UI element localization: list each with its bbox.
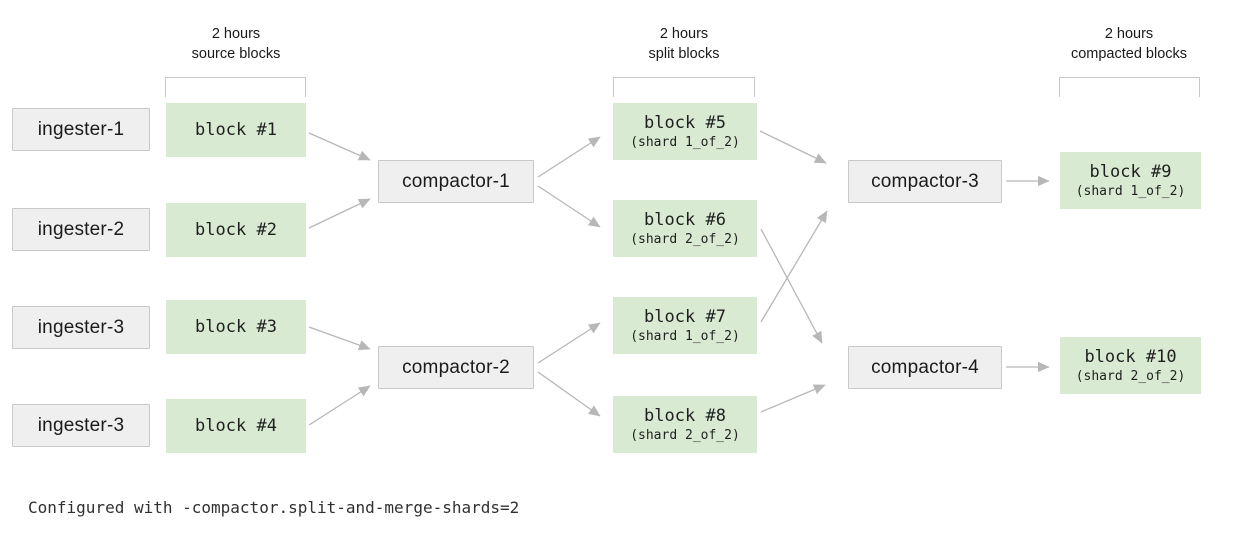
block-shard: (shard 2_of_2) xyxy=(630,427,740,443)
ingester-node-4: ingester-3 xyxy=(12,404,150,447)
block-title: block #8 xyxy=(644,405,726,426)
block-shard: (shard 1_of_2) xyxy=(630,328,740,344)
compacted-block-9: block #9 (shard 1_of_2) xyxy=(1060,152,1201,209)
block-title: block #5 xyxy=(644,112,726,133)
source-block-2: block #2 xyxy=(166,203,306,257)
ingester-label: ingester-2 xyxy=(37,218,125,240)
split-block-6: block #6 (shard 2_of_2) xyxy=(613,200,757,257)
config-caption: Configured with -compactor.split-and-mer… xyxy=(28,498,520,517)
source-block-4: block #4 xyxy=(166,399,306,453)
arrow-block6-to-compactor4 xyxy=(760,228,823,344)
compactor-label: compactor-2 xyxy=(402,356,510,378)
arrow-block5-to-compactor3 xyxy=(759,130,827,164)
time-bracket-source-blocks xyxy=(165,77,306,97)
arrow-block2-to-compactor1 xyxy=(308,198,371,229)
compacted-block-10: block #10 (shard 2_of_2) xyxy=(1060,337,1201,394)
column-header-line: split blocks xyxy=(648,46,720,62)
arrow-block1-to-compactor1 xyxy=(308,132,371,161)
time-bracket-compacted-blocks xyxy=(1059,77,1200,97)
split-block-5: block #5 (shard 1_of_2) xyxy=(613,103,757,160)
split-block-7: block #7 (shard 1_of_2) xyxy=(613,297,757,354)
block-shard: (shard 1_of_2) xyxy=(1075,183,1186,199)
ingester-label: ingester-3 xyxy=(37,414,125,436)
compactor-node-1: compactor-1 xyxy=(378,160,534,203)
block-shard: (shard 1_of_2) xyxy=(630,134,740,150)
source-block-1: block #1 xyxy=(166,103,306,157)
column-header-source-blocks: 2 hours source blocks xyxy=(126,24,346,64)
block-shard: (shard 2_of_2) xyxy=(630,231,740,247)
column-header-line: 2 hours xyxy=(1104,26,1154,42)
compactor-node-3: compactor-3 xyxy=(848,160,1002,203)
ingester-label: ingester-3 xyxy=(37,316,125,338)
source-block-3: block #3 xyxy=(166,300,306,354)
arrow-block3-to-compactor2 xyxy=(308,326,371,351)
arrow-compactor2-to-block7 xyxy=(537,322,601,364)
column-header-compacted-blocks: 2 hours compacted blocks xyxy=(1019,24,1236,64)
column-header-split-blocks: 2 hours split blocks xyxy=(574,24,794,64)
compactor-label: compactor-3 xyxy=(871,170,979,192)
column-header-line: 2 hours xyxy=(659,26,709,42)
block-title: block #1 xyxy=(195,120,277,140)
block-title: block #6 xyxy=(644,209,726,230)
arrow-block4-to-compactor2 xyxy=(308,385,371,426)
compactor-label: compactor-1 xyxy=(402,170,510,192)
arrow-block8-to-compactor4 xyxy=(760,384,826,413)
column-header-line: 2 hours xyxy=(211,26,261,42)
compactor-label: compactor-4 xyxy=(871,356,979,378)
compactor-node-4: compactor-4 xyxy=(848,346,1002,389)
ingester-node-3: ingester-3 xyxy=(12,306,150,349)
block-title: block #3 xyxy=(195,317,277,337)
arrow-compactor1-to-block6 xyxy=(537,185,601,228)
split-block-8: block #8 (shard 2_of_2) xyxy=(613,396,757,453)
column-header-line: source blocks xyxy=(191,46,281,62)
ingester-node-1: ingester-1 xyxy=(12,108,150,151)
block-title: block #4 xyxy=(195,416,277,436)
block-title: block #10 xyxy=(1084,346,1177,367)
compactor-node-2: compactor-2 xyxy=(378,346,534,389)
block-title: block #7 xyxy=(644,306,726,327)
arrow-compactor1-to-block5 xyxy=(537,136,601,178)
arrow-compactor2-to-block8 xyxy=(537,371,601,417)
time-bracket-split-blocks xyxy=(613,77,755,97)
column-header-line: compacted blocks xyxy=(1070,46,1188,62)
block-title: block #9 xyxy=(1089,161,1172,182)
block-title: block #2 xyxy=(195,220,277,240)
ingester-label: ingester-1 xyxy=(37,118,125,140)
arrow-block7-to-compactor3 xyxy=(760,210,828,323)
ingester-node-2: ingester-2 xyxy=(12,208,150,251)
block-shard: (shard 2_of_2) xyxy=(1075,368,1186,384)
